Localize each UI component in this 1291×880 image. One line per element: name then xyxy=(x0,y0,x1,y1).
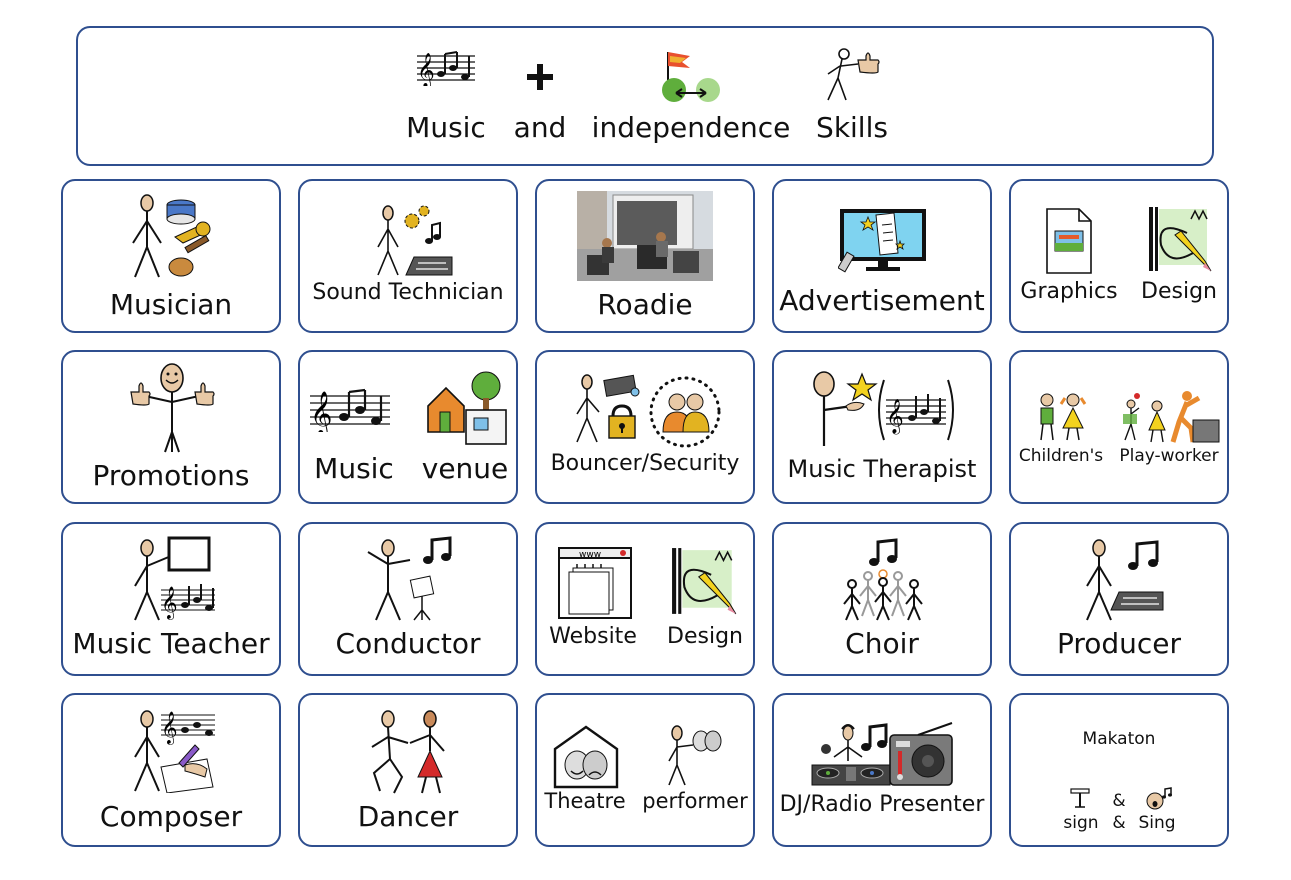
card-label: Sound Technician xyxy=(312,279,504,305)
card-label-performer: performer xyxy=(642,789,748,813)
svg-text:𝄞: 𝄞 xyxy=(310,391,332,432)
card-label: Bouncer/Security xyxy=(550,450,740,476)
composer-icon: 𝄞 xyxy=(127,707,217,793)
card-sound-technician[interactable]: Sound Technician xyxy=(298,179,518,333)
card-conductor[interactable]: Conductor xyxy=(298,522,518,676)
card-label-website: Website xyxy=(549,624,637,649)
card-label-design: Design xyxy=(667,624,743,649)
header-banner: 𝄞 Music and independence Skills xyxy=(76,26,1214,166)
makaton-title: Makaton xyxy=(1082,729,1156,749)
card-label: Promotions xyxy=(92,459,250,493)
television-advert-icon xyxy=(838,207,928,273)
card-website-design[interactable]: www Website Design xyxy=(535,522,755,676)
card-label-play-worker: Play-worker xyxy=(1119,446,1219,466)
radio-icon xyxy=(888,721,954,787)
header-word-music: Music xyxy=(406,111,486,144)
card-graphics-design[interactable]: Graphics Design xyxy=(1009,179,1229,333)
card-label-music: Music xyxy=(314,452,394,485)
dancers-icon xyxy=(364,707,454,795)
card-label: Music Teacher xyxy=(72,627,270,661)
card-label: Musician xyxy=(109,288,233,322)
music-therapist-icon: 𝄞 xyxy=(808,370,958,448)
card-label: Producer xyxy=(1056,627,1182,661)
performer-icon xyxy=(665,725,725,787)
website-browser-icon: www xyxy=(557,546,633,620)
makaton-sing-label: Sing xyxy=(1138,813,1176,833)
play-worker-icon xyxy=(1117,388,1221,444)
producer-icon xyxy=(1077,536,1167,622)
card-dj-radio-presenter[interactable]: DJ/Radio Presenter xyxy=(772,693,992,847)
dj-decks-icon xyxy=(810,721,892,787)
card-theatre-performer[interactable]: Theatre performer xyxy=(535,693,755,847)
picture-document-icon xyxy=(1045,207,1093,275)
roadie-photo xyxy=(577,191,713,281)
card-advertisement[interactable]: Advertisement xyxy=(772,179,992,333)
header-word-and: and xyxy=(513,111,567,144)
card-roadie[interactable]: Roadie xyxy=(535,179,755,333)
card-bouncer-security[interactable]: Bouncer/Security xyxy=(535,350,755,504)
musician-icon xyxy=(125,191,217,279)
svg-text:𝄞: 𝄞 xyxy=(161,586,178,620)
children-icon xyxy=(1031,392,1101,442)
card-label: Composer xyxy=(99,800,243,834)
promotions-thumbs-up-icon xyxy=(125,362,219,454)
card-label: Dancer xyxy=(357,800,459,834)
singing-face-icon xyxy=(1145,787,1173,811)
security-guard-icon xyxy=(569,372,649,444)
card-label: DJ/Radio Presenter xyxy=(779,791,985,817)
design-pencil-icon xyxy=(1147,205,1217,275)
plus-icon xyxy=(525,62,555,92)
card-choir[interactable]: Choir xyxy=(772,522,992,676)
card-label-design: Design xyxy=(1141,279,1217,304)
card-label: Choir xyxy=(845,627,919,661)
card-label: Conductor xyxy=(335,627,481,661)
card-label-childrens: Children's xyxy=(1018,446,1104,466)
card-childrens-play-worker[interactable]: Children's Play-worker xyxy=(1009,350,1229,504)
header-word-independence: independence xyxy=(591,111,791,144)
card-producer[interactable]: Producer xyxy=(1009,522,1229,676)
card-music-venue[interactable]: 𝄞 Music venue xyxy=(298,350,518,504)
sign-icon xyxy=(1069,787,1091,809)
card-promotions[interactable]: Promotions xyxy=(61,350,281,504)
music-notes-icon: 𝄞 xyxy=(310,384,390,432)
header-word-skills: Skills xyxy=(816,111,888,144)
svg-text:𝄞: 𝄞 xyxy=(161,711,178,745)
card-label: Advertisement xyxy=(779,284,985,318)
card-musician[interactable]: Musician xyxy=(61,179,281,333)
browser-url-text: www xyxy=(579,550,601,560)
card-label: Roadie xyxy=(597,288,693,322)
thumbs-up-skills-icon xyxy=(820,46,884,106)
choir-icon xyxy=(838,536,928,622)
sound-technician-icon xyxy=(366,203,456,277)
makaton-sign-label: sign xyxy=(1063,813,1099,833)
svg-text:𝄞: 𝄞 xyxy=(417,53,435,86)
card-music-teacher[interactable]: 𝄞 Music Teacher xyxy=(61,522,281,676)
card-composer[interactable]: 𝄞 Composer xyxy=(61,693,281,847)
card-label: Music Therapist xyxy=(787,454,977,483)
svg-text:𝄞: 𝄞 xyxy=(886,399,904,435)
music-notes-icon: 𝄞 xyxy=(415,46,477,86)
makaton-ampersand-top: & xyxy=(1112,791,1126,811)
card-label-graphics: Graphics xyxy=(1020,279,1118,304)
venue-building-icon xyxy=(424,370,508,446)
bouncer-group-icon xyxy=(647,374,723,450)
card-music-therapist[interactable]: 𝄞 Music Therapist xyxy=(772,350,992,504)
conductor-icon xyxy=(362,536,456,622)
music-teacher-icon: 𝄞 xyxy=(127,536,217,622)
card-makaton[interactable]: Makaton & sign & Sing xyxy=(1009,693,1229,847)
design-pencil-icon xyxy=(669,546,743,618)
card-label-venue: venue xyxy=(421,452,509,485)
card-label-theatre: Theatre xyxy=(544,789,626,813)
makaton-ampersand-bottom: & xyxy=(1112,813,1126,833)
card-dancer[interactable]: Dancer xyxy=(298,693,518,847)
independence-icon xyxy=(660,48,722,106)
theatre-masks-icon xyxy=(553,725,619,789)
